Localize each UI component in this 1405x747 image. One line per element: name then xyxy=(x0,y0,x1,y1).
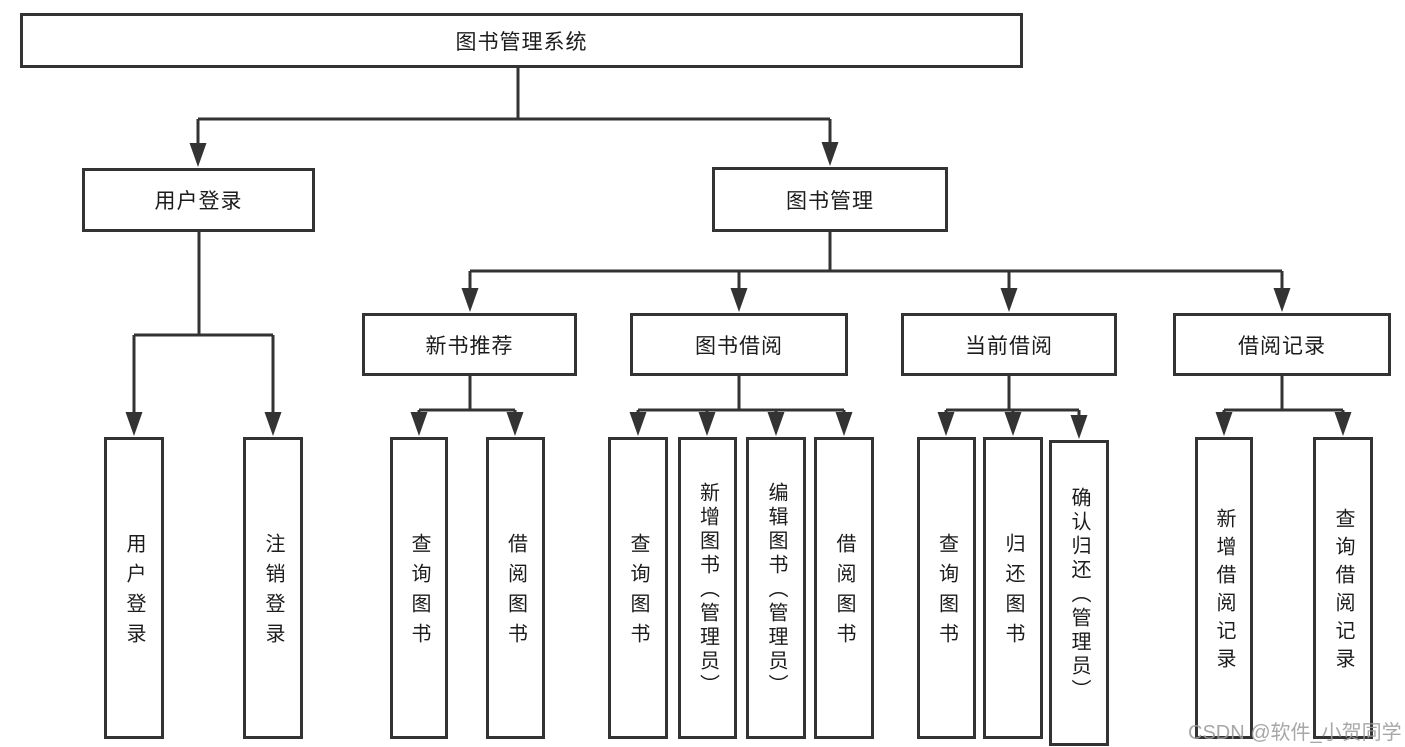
leaf-query-books-recommend: 查询图书 xyxy=(390,437,448,739)
node-book-management: 图书管理 xyxy=(712,167,948,232)
arrowheads xyxy=(125,142,1352,439)
node-borrow-records: 借阅记录 xyxy=(1173,313,1391,376)
leaf-confirm-return-admin: 确认归还（管理员） xyxy=(1049,440,1109,746)
node-root-system: 图书管理系统 xyxy=(20,13,1023,68)
node-user-login: 用户登录 xyxy=(82,168,315,232)
connector-new-book xyxy=(417,375,517,418)
leaf-return-book: 归还图书 xyxy=(983,437,1043,739)
node-new-book-recommend: 新书推荐 xyxy=(362,313,577,376)
csdn-watermark: CSDN @软件_小贺同学 xyxy=(1188,722,1402,744)
leaf-borrow-books: 借阅图书 xyxy=(814,437,874,739)
leaf-add-borrow-record: 新增借阅记录 xyxy=(1195,437,1253,739)
connector-book-borrow xyxy=(636,375,846,418)
leaf-user-login: 用户登录 xyxy=(104,437,164,739)
leaf-logout: 注销登录 xyxy=(243,437,303,739)
connector-root xyxy=(196,68,832,150)
leaf-add-book-admin: 新增图书（管理员） xyxy=(678,437,737,739)
leaf-edit-book-admin: 编辑图书（管理员） xyxy=(746,437,806,739)
leaf-query-books-borrow: 查询图书 xyxy=(608,437,668,739)
connector-user-login xyxy=(132,231,275,419)
node-current-borrow: 当前借阅 xyxy=(901,313,1117,376)
leaf-borrow-books-recommend: 借阅图书 xyxy=(486,437,545,739)
leaf-query-borrow-record: 查询借阅记录 xyxy=(1313,437,1373,739)
node-book-borrow: 图书借阅 xyxy=(630,313,848,376)
leaf-query-books-current: 查询图书 xyxy=(917,437,976,739)
connector-book-mgmt xyxy=(468,231,1284,295)
connector-borrow-record xyxy=(1222,375,1345,418)
